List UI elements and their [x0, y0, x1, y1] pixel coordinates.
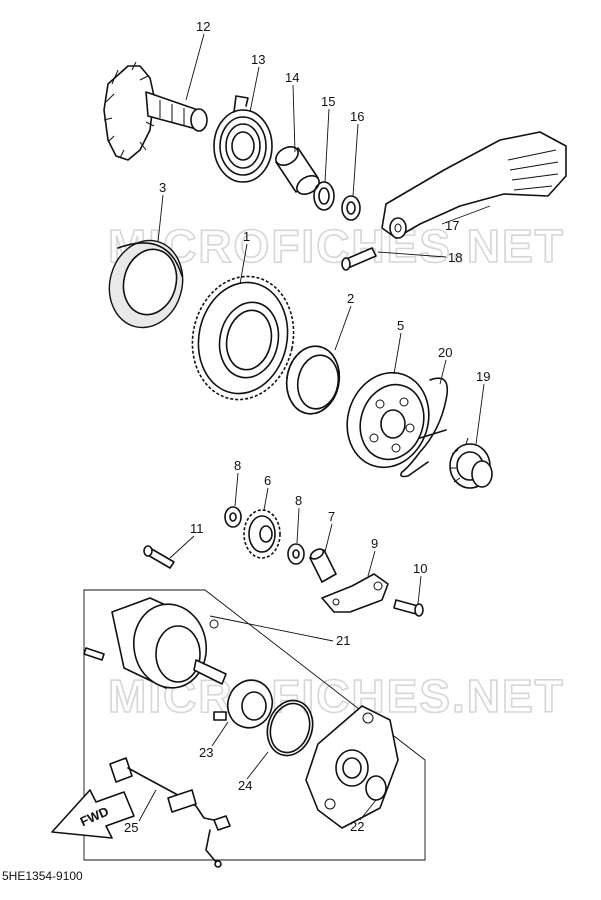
callout-24: 24	[238, 778, 252, 793]
part-kick-crank	[381, 131, 567, 239]
part-clutch-assy	[346, 371, 430, 469]
part-plate	[321, 573, 389, 613]
callout-25: 25	[124, 820, 138, 835]
callout-labels: 12 13 14 15 16 3 1 17 18 2 5 20 19 8 6 8…	[124, 19, 490, 835]
part-kick-spring	[213, 95, 273, 183]
part-bearing	[285, 345, 341, 415]
callout-11: 11	[190, 521, 204, 536]
callout-16: 16	[350, 109, 364, 124]
part-idle-gear	[243, 509, 281, 559]
leader-lines	[138, 33, 491, 822]
watermark-top: MICROFICHES.NET	[108, 220, 565, 272]
callout-23: 23	[199, 745, 213, 760]
part-o-ring	[266, 699, 314, 757]
callout-8-right: 8	[295, 493, 302, 508]
part-washer-15	[313, 181, 335, 211]
callout-6: 6	[264, 473, 271, 488]
part-washer-8a	[224, 506, 242, 528]
callout-15: 15	[321, 94, 335, 109]
part-collar	[275, 146, 320, 195]
callout-8-left: 8	[234, 458, 241, 473]
part-brush-holder	[213, 679, 274, 729]
part-pinion	[449, 437, 493, 489]
part-end-cover	[305, 705, 399, 829]
callout-18: 18	[448, 250, 462, 265]
callout-21: 21	[336, 633, 350, 648]
part-bolt-10	[393, 599, 424, 617]
callout-12: 12	[196, 19, 210, 34]
callout-2: 2	[347, 291, 354, 306]
diagram-code: 5HE1354-9100	[2, 869, 83, 883]
part-washer-16	[341, 195, 361, 221]
callout-22: 22	[350, 819, 364, 834]
part-bolt-18	[341, 247, 377, 271]
part-shaft	[309, 548, 337, 583]
callout-19: 19	[476, 369, 490, 384]
callout-9: 9	[371, 536, 378, 551]
callout-1: 1	[243, 229, 250, 244]
part-clip	[400, 377, 449, 478]
part-lead-wire	[109, 757, 231, 868]
part-washer-8b	[287, 543, 305, 565]
callout-17: 17	[445, 218, 459, 233]
callout-13: 13	[251, 52, 265, 67]
callout-14: 14	[285, 70, 299, 85]
fwd-arrow: FWD	[51, 789, 135, 839]
callout-7: 7	[328, 509, 335, 524]
part-starter-motor	[83, 597, 227, 689]
part-kick-gear-shaft	[103, 61, 208, 161]
part-seal	[108, 239, 184, 329]
callout-10: 10	[413, 561, 427, 576]
part-wheel-gear	[191, 275, 295, 401]
callout-3: 3	[159, 180, 166, 195]
callout-20: 20	[438, 345, 452, 360]
callout-5: 5	[397, 318, 404, 333]
part-bolt-11	[143, 545, 175, 569]
